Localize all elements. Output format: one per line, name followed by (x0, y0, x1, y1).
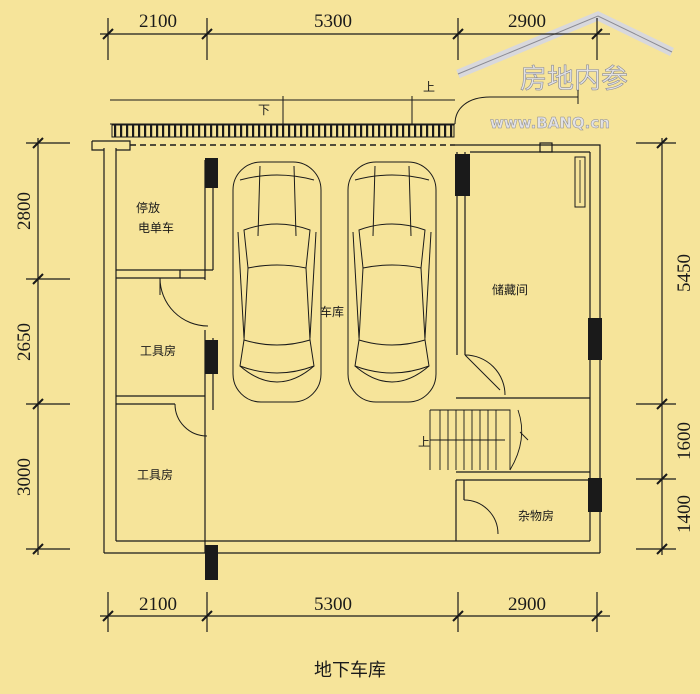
bottom-dimensions (100, 592, 610, 632)
room-garage: 车库 (320, 304, 344, 319)
room-misc: 杂物房 (518, 508, 554, 523)
right-dimensions (636, 137, 676, 555)
dim-left-2: 2650 (14, 323, 35, 361)
left-dimensions (26, 137, 70, 555)
stair-up-label: 上 (418, 435, 430, 449)
doors (159, 277, 506, 535)
watermark-url: www.BANQ.cn (490, 114, 610, 132)
room-tool-lower: 工具房 (137, 467, 173, 482)
dim-left-3: 3000 (14, 458, 35, 496)
ramp-up-label: 上 (423, 80, 435, 94)
top-dimensions (100, 18, 610, 60)
car-right-icon (347, 161, 437, 403)
dim-top-1: 2100 (139, 11, 177, 32)
entrance-ramp (110, 90, 579, 125)
storage-shelf (574, 156, 586, 208)
dim-bottom-2: 5300 (314, 594, 352, 615)
columns (205, 154, 602, 580)
staircase (429, 409, 529, 471)
dim-top-3: 2900 (508, 11, 546, 32)
plan-title: 地下车库 (314, 660, 386, 681)
car-left-icon (232, 161, 322, 403)
watermark-brand: 房地内参 (520, 64, 628, 95)
dim-left-1: 2800 (14, 192, 35, 230)
dim-bottom-1: 2100 (139, 594, 177, 615)
dim-right-3: 1400 (674, 495, 695, 533)
room-storage: 储藏间 (492, 282, 528, 297)
room-ebike-line1: 停放 (136, 200, 160, 215)
house-roof-outline-icon (457, 15, 673, 75)
dim-bottom-3: 2900 (508, 594, 546, 615)
dim-top-2: 5300 (314, 11, 352, 32)
room-ebike-line2: 电单车 (138, 220, 174, 235)
ramp-hatch (111, 124, 455, 138)
room-tool-upper: 工具房 (140, 343, 176, 358)
ramp-down-label: 下 (258, 103, 270, 117)
dim-right-2: 1600 (674, 422, 695, 460)
dim-right-1: 5450 (674, 254, 695, 292)
watermark: 房地内参 www.BANQ.cn (456, 11, 674, 132)
